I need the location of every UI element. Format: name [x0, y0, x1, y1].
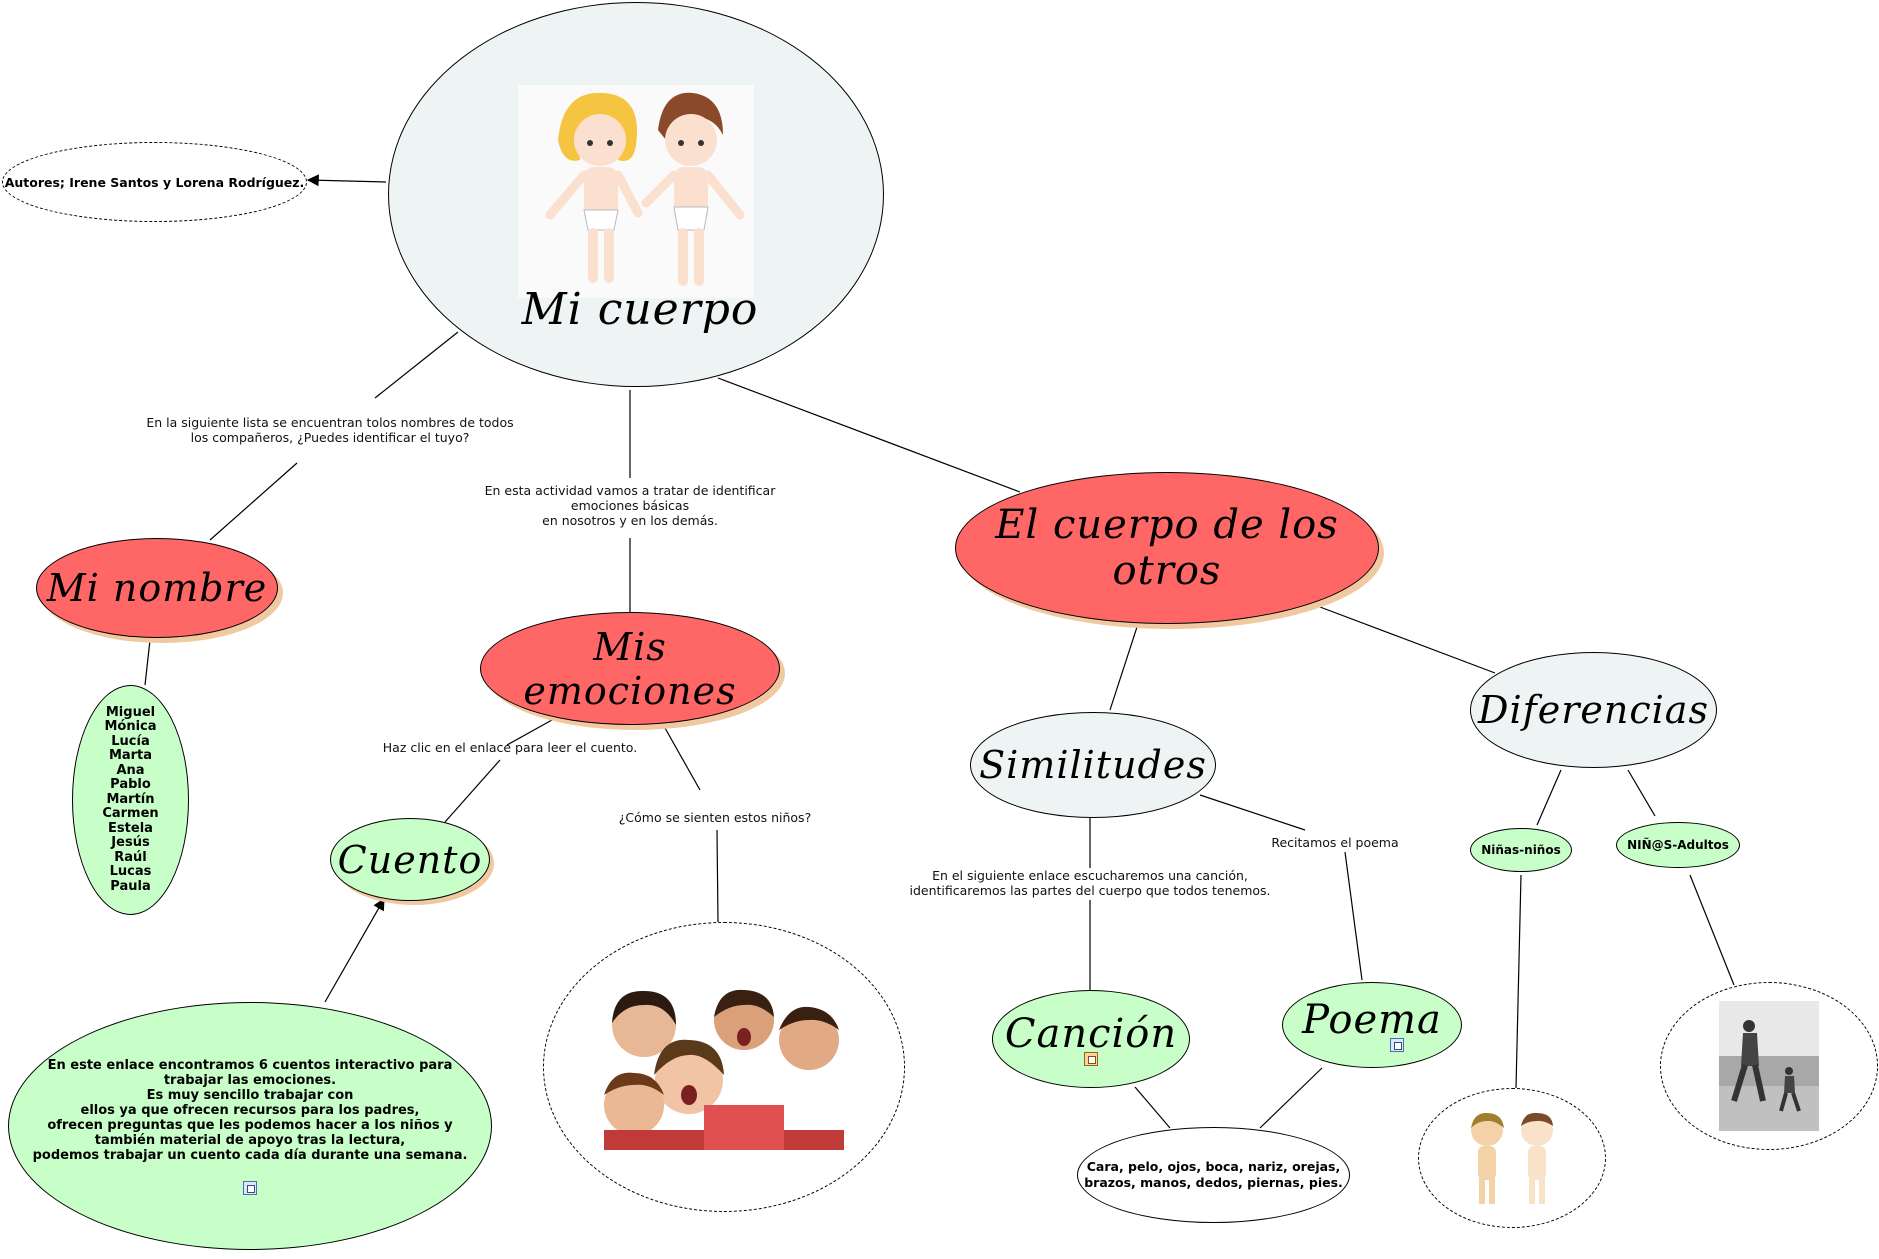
authors-text: Autores; Irene Santos y Lorena Rodríguez…: [4, 174, 305, 190]
label-enlace-cuento: Haz clic en el enlace para leer el cuent…: [382, 740, 638, 755]
cuerpo-otros-title: El cuerpo de los otros: [995, 502, 1339, 594]
name-item: Paula: [110, 878, 151, 894]
cuentos-link-icon[interactable]: [243, 1180, 257, 1195]
central-title: Mi cuerpo: [521, 284, 759, 335]
cuentos-info-text: En este enlace encontramos 6 cuentos int…: [32, 1057, 468, 1163]
children-drawing-image: [1471, 1112, 1553, 1204]
cuerpo-otros-node[interactable]: El cuerpo de los otros: [955, 472, 1379, 624]
partes-cuerpo-node[interactable]: Cara, pelo, ojos, boca, nariz, orejas, b…: [1077, 1127, 1350, 1223]
poema-title: Poema: [1302, 997, 1442, 1043]
mis-emociones-title: Mis emociones: [523, 624, 737, 713]
label-recitamos: Recitamos el poema: [1271, 835, 1399, 850]
ninos-adultos-node[interactable]: NIÑ@S-Adultos: [1616, 822, 1740, 868]
ninas-ninos-node[interactable]: Niñas-niños: [1470, 828, 1572, 872]
children-body-image: [518, 85, 754, 298]
mis-emociones-node[interactable]: Mis emociones: [480, 612, 780, 725]
mi-nombre-node[interactable]: Mi nombre: [36, 538, 278, 638]
name-item: Martín: [106, 791, 155, 807]
cuento-title: Cuento: [337, 837, 483, 882]
name-item: Marta: [108, 748, 153, 764]
cancion-title: Canción: [1004, 1011, 1178, 1057]
mi-nombre-title: Mi nombre: [46, 566, 268, 610]
name-item: Raúl: [114, 849, 147, 865]
name-item: Lucía: [111, 733, 150, 749]
name-item: Lucas: [109, 864, 152, 880]
partes-cuerpo-text: Cara, pelo, ojos, boca, nariz, orejas, b…: [1084, 1159, 1343, 1190]
label-emociones: En esta actividad vamos a tratar de iden…: [484, 483, 776, 528]
ninos-adultos-photo-node[interactable]: [1660, 982, 1878, 1150]
name-item: Carmen: [102, 806, 159, 822]
cancion-node[interactable]: Canción: [992, 990, 1190, 1088]
poema-node[interactable]: Poema: [1282, 982, 1462, 1068]
similitudes-title: Similitudes: [979, 743, 1207, 787]
name-item: Pablo: [110, 777, 151, 793]
poema-link-icon[interactable]: [1390, 1038, 1404, 1052]
label-lista: En la siguiente lista se encuentran tolo…: [146, 415, 514, 445]
authors-node[interactable]: Autores; Irene Santos y Lorena Rodríguez…: [2, 142, 307, 222]
emotions-photo-node[interactable]: [543, 922, 905, 1212]
name-item: Miguel: [105, 704, 156, 720]
label-cancion: En el siguiente enlace escucharemos una …: [909, 868, 1271, 898]
cancion-link-icon[interactable]: [1084, 1052, 1098, 1066]
label-como-sienten: ¿Cómo se sienten estos niños?: [618, 810, 812, 825]
name-item: Estela: [108, 820, 153, 836]
similitudes-node[interactable]: Similitudes: [970, 712, 1216, 818]
name-item: Mónica: [104, 719, 157, 735]
ninas-ninos-text: Niñas-niños: [1481, 842, 1561, 857]
cuento-node[interactable]: Cuento: [330, 818, 490, 901]
diferencias-title: Diferencias: [1478, 688, 1709, 732]
cuentos-info-node[interactable]: En este enlace encontramos 6 cuentos int…: [8, 1002, 492, 1250]
father-son-beach-image: [1719, 1001, 1819, 1131]
diferencias-node[interactable]: Diferencias: [1470, 652, 1717, 768]
ninos-adultos-text: NIÑ@S-Adultos: [1627, 837, 1729, 852]
name-item: Ana: [116, 762, 145, 778]
ninas-ninos-photo-node[interactable]: [1418, 1088, 1606, 1228]
name-item: Jesús: [111, 835, 150, 851]
emotions-children-image: [604, 984, 844, 1150]
